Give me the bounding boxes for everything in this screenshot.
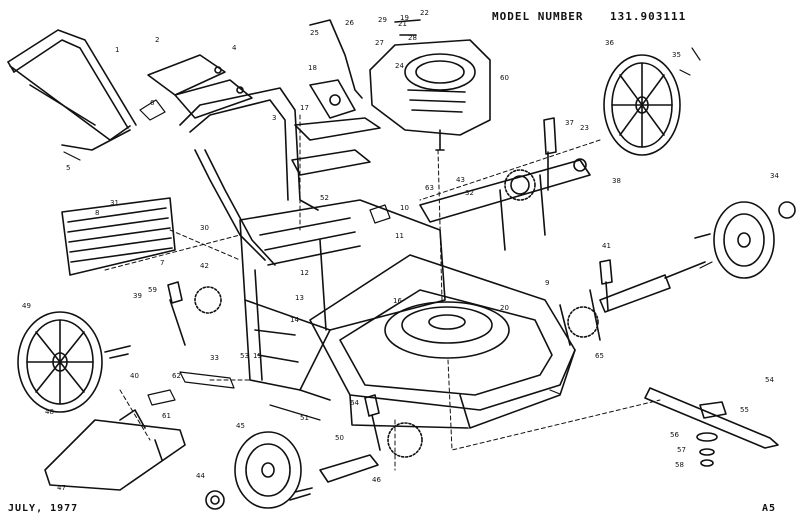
callout-46: 46	[372, 476, 381, 484]
rear-trail-shield	[44, 409, 186, 491]
callout-36: 36	[605, 39, 614, 47]
callout-48: 48	[45, 408, 54, 416]
callout-53: 53	[240, 352, 249, 360]
callout-54: 54	[765, 376, 774, 384]
height-adjusters	[167, 117, 613, 451]
callout-39: 39	[133, 292, 142, 300]
adjuster-discs	[194, 169, 599, 458]
cutting-blade	[644, 387, 779, 467]
engine	[309, 19, 491, 151]
callout-16: 16	[393, 297, 402, 305]
callout-63: 63	[425, 184, 434, 192]
handle-assembly	[7, 29, 137, 151]
callout-55: 55	[740, 406, 749, 414]
callout-20: 20	[500, 304, 509, 312]
callout-22: 22	[420, 9, 429, 17]
callout-34: 34	[770, 172, 779, 180]
front-left-wheel	[234, 431, 302, 509]
callout-15: 15	[253, 352, 262, 360]
wheel-bolts	[104, 233, 711, 501]
rear-axle	[419, 158, 591, 251]
chassis-frame	[239, 199, 446, 401]
hardware	[63, 47, 713, 421]
callout-9: 9	[545, 279, 549, 287]
callout-6: 6	[150, 99, 155, 107]
callout-11: 11	[395, 232, 404, 240]
callout-12: 12	[300, 269, 309, 277]
callout-62: 62	[172, 372, 181, 380]
callout-21: 21	[398, 20, 407, 28]
callout-31: 31	[110, 199, 119, 207]
callout-26: 26	[345, 19, 354, 27]
callout-30: 30	[200, 224, 209, 232]
callout-43: 43	[456, 176, 465, 184]
callout-5: 5	[66, 164, 70, 172]
rear-left-wheel	[17, 311, 103, 413]
footer-page-code: A5	[762, 503, 777, 514]
callout-27: 27	[375, 39, 384, 47]
callout-52: 52	[320, 194, 329, 202]
callout-29: 29	[378, 16, 387, 24]
callout-64: 64	[350, 399, 359, 407]
callout-37: 37	[565, 119, 574, 127]
callout-32: 32	[465, 189, 474, 197]
callout-59: 59	[148, 286, 157, 294]
callout-4: 4	[232, 44, 237, 52]
callout-28: 28	[408, 34, 417, 42]
callout-19: 19	[400, 14, 409, 22]
callout-49: 49	[22, 302, 31, 310]
callout-17: 17	[300, 104, 309, 112]
callout-8: 8	[95, 209, 99, 217]
mower-deck	[309, 254, 576, 429]
callout-65: 65	[595, 352, 604, 360]
upper-handle-bar	[179, 87, 319, 266]
control-panel	[147, 54, 253, 119]
footer-date: JULY, 1977	[8, 503, 79, 514]
callout-1: 1	[115, 46, 119, 54]
model-number: 131.903111	[610, 10, 687, 23]
callout-61: 61	[162, 412, 171, 420]
callout-18: 18	[308, 64, 317, 72]
grass-deflector	[61, 197, 176, 276]
callout-10: 10	[400, 204, 409, 212]
callout-24: 24	[395, 62, 404, 70]
callout-47: 47	[57, 484, 66, 492]
callout-50: 50	[335, 434, 344, 442]
callout-60: 60	[500, 74, 509, 82]
front-right-wheel	[713, 201, 775, 279]
callout-45: 45	[236, 422, 245, 430]
callout-51: 51	[300, 414, 309, 422]
front-axle	[559, 261, 706, 346]
callout-40: 40	[130, 372, 139, 380]
model-label: MODEL NUMBER	[492, 10, 584, 23]
shroud	[291, 79, 381, 176]
callout-13: 13	[295, 294, 304, 302]
callout-numbers: 1234567891011121314151617181920212223242…	[22, 9, 779, 492]
callout-3: 3	[272, 114, 276, 122]
callout-33: 33	[210, 354, 219, 362]
callout-41: 41	[602, 242, 611, 250]
callout-14: 14	[290, 316, 299, 324]
wheel-caps	[205, 201, 796, 510]
callout-38: 38	[612, 177, 621, 185]
callout-42: 42	[200, 262, 209, 270]
callout-58: 58	[675, 461, 684, 469]
callout-35: 35	[672, 51, 681, 59]
callout-56: 56	[670, 431, 679, 439]
assembly-lines	[104, 114, 661, 471]
callout-23: 23	[580, 124, 589, 132]
rear-right-wheel	[603, 54, 681, 156]
callout-2: 2	[155, 36, 159, 44]
callout-7: 7	[160, 259, 164, 267]
callout-25: 25	[310, 29, 319, 37]
callout-44: 44	[196, 472, 205, 480]
callout-57: 57	[677, 446, 686, 454]
